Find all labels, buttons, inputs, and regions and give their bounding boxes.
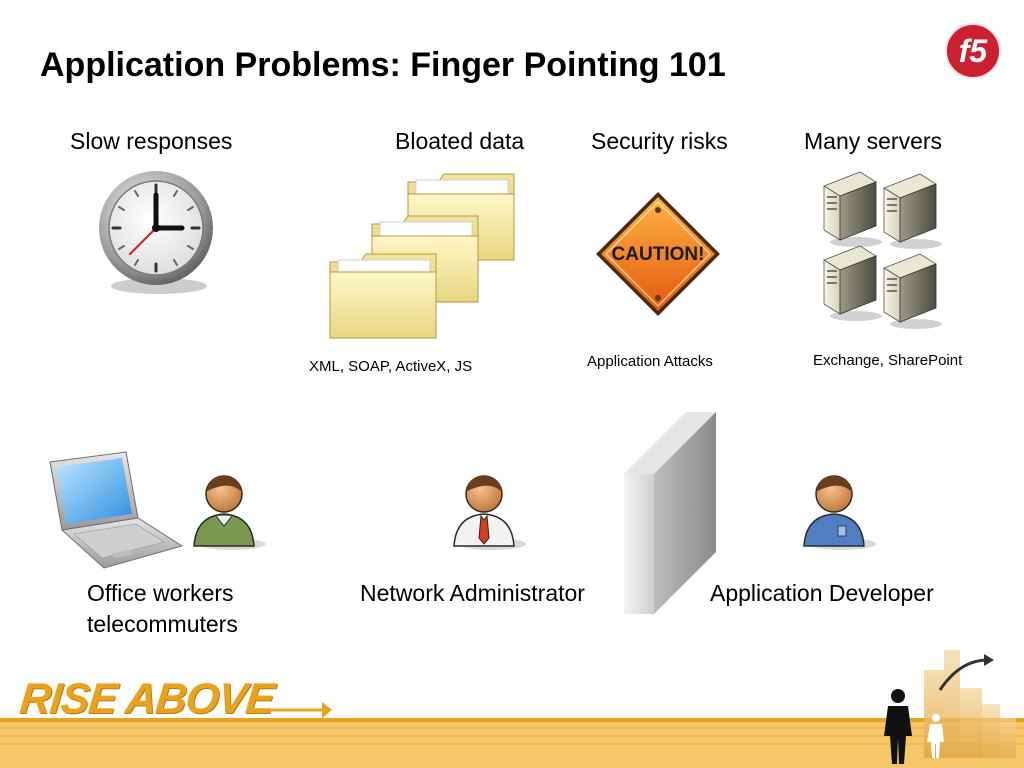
f5-logo: f5 — [945, 23, 1001, 79]
footer-band — [0, 718, 1024, 768]
heading-slow-responses: Slow responses — [70, 128, 233, 154]
rise-above-tagline: RISE ABOVE — [17, 675, 277, 723]
svg-text:f5: f5 — [959, 33, 989, 69]
label-network-admin: Network Administrator — [360, 580, 585, 606]
app-developer-icon — [803, 475, 876, 550]
caption-bloated-data: XML, SOAP, ActiveX, JS — [309, 358, 473, 375]
arrow-right-icon — [268, 702, 332, 718]
servers-icon — [823, 171, 942, 329]
label-app-developer: Application Developer — [710, 580, 934, 606]
heading-many-servers: Many servers — [804, 128, 943, 154]
clock-icon — [99, 171, 213, 294]
folders-icon — [329, 173, 515, 339]
caption-security-risks: Application Attacks — [587, 353, 713, 370]
office-worker-icon — [193, 475, 266, 550]
heading-bloated-data: Bloated data — [395, 128, 525, 154]
heading-security-risks: Security risks — [591, 128, 728, 154]
label-office-workers-line1: Office workers — [87, 580, 234, 606]
firewall-wall-icon — [624, 412, 716, 614]
caption-many-servers: Exchange, SharePoint — [813, 352, 963, 369]
city-skyline-icon — [884, 650, 1016, 764]
laptop-icon — [49, 451, 184, 569]
slide-title: Application Problems: Finger Pointing 10… — [40, 46, 726, 84]
label-office-workers-line2: telecommuters — [87, 611, 238, 637]
network-admin-icon — [453, 475, 526, 550]
caution-sign-icon: CAUTION! — [596, 192, 720, 316]
label-office-workers: Office workers telecommuters — [87, 578, 238, 640]
caution-label: CAUTION! — [612, 244, 705, 265]
